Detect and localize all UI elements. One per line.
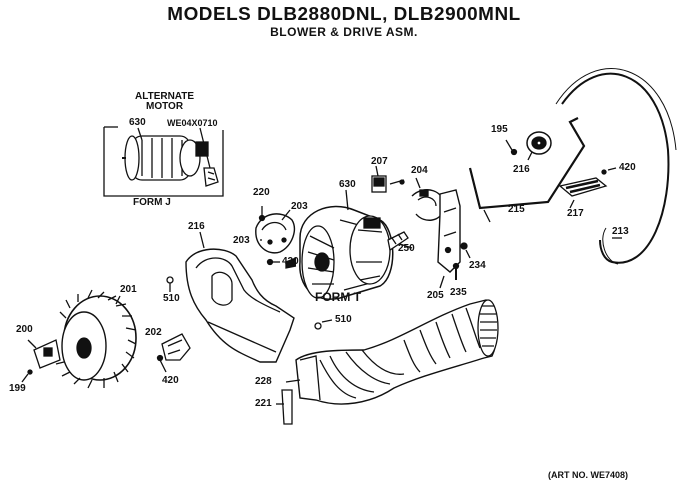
callout-203-right: 203 (291, 201, 308, 212)
fan-clip-200 (21, 339, 61, 383)
drive-motor-form-t (285, 189, 413, 300)
callout-510-mid: 510 (335, 314, 352, 325)
callout-235: 235 (450, 287, 467, 298)
idler-arm-215 (468, 117, 586, 210)
callout-205: 205 (427, 290, 444, 301)
callout-216-pulley: 216 (513, 164, 530, 175)
callout-199: 199 (9, 383, 26, 394)
callout-195: 195 (491, 124, 508, 135)
callout-200: 200 (16, 324, 33, 335)
page-subtitle: BLOWER & DRIVE ASM. (270, 25, 418, 39)
inset-caption: FORM J (133, 197, 171, 208)
callout-250: 250 (398, 243, 415, 254)
callout-420-low: 420 (162, 375, 179, 386)
callout-216-housing: 216 (188, 221, 205, 232)
callout-420-top: 420 (619, 162, 636, 173)
callout-630: 630 (339, 179, 356, 190)
inset-heading-line1: ALTERNATE (135, 91, 195, 102)
callout-inset-630: 630 (129, 117, 146, 128)
blower-fan-201 (55, 289, 137, 389)
callout-420-mid: 420 (282, 256, 299, 267)
callout-204: 204 (411, 165, 428, 176)
callout-213: 213 (612, 226, 629, 237)
seal-221 (281, 389, 293, 425)
callout-207: 207 (371, 156, 388, 167)
callout-510-left: 510 (163, 293, 180, 304)
callout-202: 202 (145, 327, 162, 338)
drum-rear-seal-213 (555, 68, 677, 265)
callout-221: 221 (255, 398, 272, 409)
inset-heading-line2: MOTOR (146, 101, 184, 112)
form-t-label: FORM T (315, 290, 361, 304)
callout-228: 228 (255, 376, 272, 387)
bracket-202 (156, 333, 191, 373)
callout-234: 234 (469, 260, 486, 271)
idler-pulley-216 (526, 131, 552, 161)
alternate-motor-inset (103, 126, 224, 197)
motor-switch-207 (371, 165, 405, 193)
page-title: MODELS DLB2880DNL, DLB2900MNL (167, 4, 521, 24)
callout-201: 201 (120, 284, 137, 295)
inset-part-number: WE04X0710 (167, 118, 218, 128)
motor-mount-bracket-205 (437, 189, 461, 289)
callout-217: 217 (567, 208, 584, 219)
bracket-217 (558, 177, 608, 209)
blower-housing-216 (185, 231, 295, 363)
callout-215: 215 (508, 204, 525, 215)
art-number: (ART NO. WE7408) (548, 470, 629, 480)
motor-bracket-203 (255, 206, 296, 254)
callout-220: 220 (253, 187, 270, 198)
exhaust-duct-228 (285, 299, 499, 405)
callout-203-left: 203 (233, 235, 250, 246)
